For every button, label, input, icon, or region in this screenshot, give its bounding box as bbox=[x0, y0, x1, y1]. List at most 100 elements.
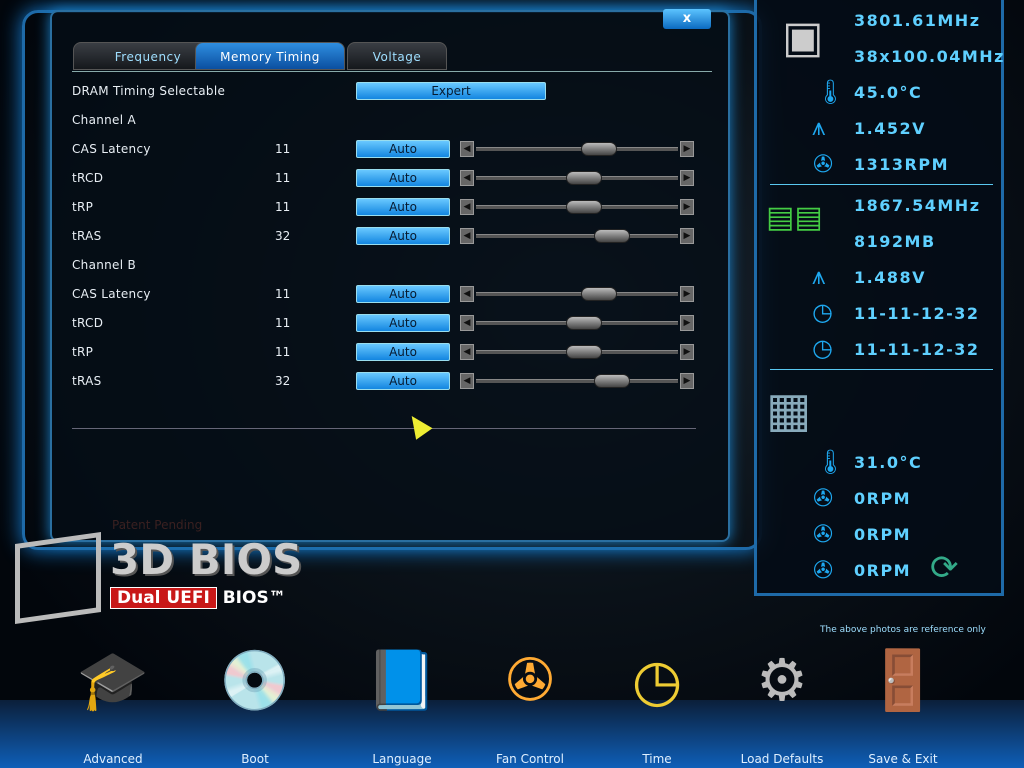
slider-left-arrow-icon[interactable]: ◀ bbox=[460, 344, 474, 360]
channel-heading: Channel A bbox=[72, 113, 136, 127]
timing-value: 11 bbox=[275, 316, 291, 330]
timing-mode-button[interactable]: Auto bbox=[356, 314, 450, 332]
slider-track bbox=[476, 147, 678, 151]
timing-mode-button[interactable]: Auto bbox=[356, 372, 450, 390]
timing-slider[interactable]: ◀ ▶ bbox=[460, 140, 694, 158]
voltage-tower-icon: ⩚ bbox=[812, 262, 826, 290]
divider bbox=[770, 369, 993, 370]
timing-mode-button[interactable]: Auto bbox=[356, 343, 450, 361]
slider-right-arrow-icon[interactable]: ▶ bbox=[680, 315, 694, 331]
timing-value: 11 bbox=[275, 345, 291, 359]
cpu-temperature: 45.0°C bbox=[854, 83, 923, 102]
slider-right-arrow-icon[interactable]: ▶ bbox=[680, 286, 694, 302]
nav-label: Save & Exit bbox=[868, 752, 938, 766]
nav-load-defaults[interactable]: ⚙ Load Defaults bbox=[722, 640, 842, 766]
timing-slider[interactable]: ◀ ▶ bbox=[460, 227, 694, 245]
slider-left-arrow-icon[interactable]: ◀ bbox=[460, 373, 474, 389]
divider bbox=[770, 184, 993, 185]
timing-mode-button[interactable]: Auto bbox=[356, 198, 450, 216]
slider-right-arrow-icon[interactable]: ▶ bbox=[680, 228, 694, 244]
timing-slider[interactable]: ◀ ▶ bbox=[460, 343, 694, 361]
fan-icon: ✇ bbox=[813, 556, 834, 584]
thermometer-icon: 🌡 bbox=[815, 78, 846, 106]
slider-left-arrow-icon[interactable]: ◀ bbox=[460, 315, 474, 331]
system-fan-2-speed: 0RPM bbox=[854, 525, 912, 544]
clock-icon: ◷ bbox=[631, 646, 683, 714]
slider-left-arrow-icon[interactable]: ◀ bbox=[460, 228, 474, 244]
timing-label: tRCD bbox=[72, 316, 104, 330]
tab-voltage[interactable]: Voltage bbox=[347, 42, 447, 70]
3d-bios-cube-logo bbox=[15, 531, 101, 625]
thermometer-icon: 🌡 bbox=[815, 448, 846, 476]
nav-label: Time bbox=[642, 752, 672, 766]
disc-drive-icon: 💿 bbox=[218, 646, 292, 714]
slider-thumb[interactable] bbox=[565, 316, 602, 330]
slider-left-arrow-icon[interactable]: ◀ bbox=[460, 141, 474, 157]
slider-track bbox=[476, 379, 678, 383]
slider-thumb[interactable] bbox=[565, 171, 602, 185]
timing-value: 11 bbox=[275, 200, 291, 214]
refresh-icon[interactable]: ⟳ bbox=[930, 548, 959, 588]
timing-slider[interactable]: ◀ ▶ bbox=[460, 314, 694, 332]
timing-mode-button[interactable]: Auto bbox=[356, 285, 450, 303]
slider-thumb[interactable] bbox=[593, 374, 630, 388]
dram-timing-select[interactable]: Expert bbox=[356, 82, 546, 100]
clock-icon: ◷ bbox=[812, 334, 833, 362]
nav-fan-control[interactable]: ✇ Fan Control bbox=[470, 640, 590, 766]
memory-timings-channel-a: 11-11-12-32 bbox=[854, 304, 980, 323]
slider-thumb[interactable] bbox=[565, 200, 602, 214]
slider-thumb[interactable] bbox=[580, 287, 617, 301]
slider-left-arrow-icon[interactable]: ◀ bbox=[460, 170, 474, 186]
slider-right-arrow-icon[interactable]: ▶ bbox=[680, 373, 694, 389]
nav-label: Language bbox=[372, 752, 432, 766]
timing-value: 11 bbox=[275, 171, 291, 185]
nav-time[interactable]: ◷ Time bbox=[597, 640, 717, 766]
slider-track bbox=[476, 234, 678, 238]
nav-label: Boot bbox=[241, 752, 269, 766]
memory-frequency: 1867.54MHz bbox=[854, 196, 981, 215]
hardware-monitor-panel bbox=[754, 0, 1004, 596]
nav-boot[interactable]: 💿 Boot bbox=[195, 640, 315, 766]
timing-slider[interactable]: ◀ ▶ bbox=[460, 372, 694, 390]
channel-heading: Channel B bbox=[72, 258, 137, 272]
dictionary-icon: 📘 bbox=[365, 646, 439, 714]
fan-icon: ✇ bbox=[813, 484, 834, 512]
bottom-nav-bar bbox=[0, 700, 1024, 768]
nav-save-exit[interactable]: 🚪 Save & Exit bbox=[843, 640, 963, 766]
slider-right-arrow-icon[interactable]: ▶ bbox=[680, 141, 694, 157]
close-button[interactable]: x bbox=[663, 9, 711, 29]
motherboard-icon: ▦ bbox=[766, 382, 812, 438]
timing-slider[interactable]: ◀ ▶ bbox=[460, 285, 694, 303]
fan-icon: ✇ bbox=[813, 520, 834, 548]
slider-right-arrow-icon[interactable]: ▶ bbox=[680, 344, 694, 360]
bios-text: BIOS™ bbox=[222, 588, 286, 608]
cpu-fan-speed: 1313RPM bbox=[854, 155, 949, 174]
timing-label: tRCD bbox=[72, 171, 104, 185]
timing-mode-button[interactable]: Auto bbox=[356, 227, 450, 245]
slider-thumb[interactable] bbox=[580, 142, 617, 156]
timing-mode-button[interactable]: Auto bbox=[356, 140, 450, 158]
dram-timing-label: DRAM Timing Selectable bbox=[72, 84, 226, 98]
memory-icon: ▤▤ bbox=[766, 200, 823, 235]
timing-mode-button[interactable]: Auto bbox=[356, 169, 450, 187]
slider-right-arrow-icon[interactable]: ▶ bbox=[680, 170, 694, 186]
exit-door-icon: 🚪 bbox=[866, 646, 940, 714]
slider-thumb[interactable] bbox=[593, 229, 630, 243]
dual-uefi-text: Dual UEFI bbox=[110, 587, 217, 609]
slider-left-arrow-icon[interactable]: ◀ bbox=[460, 199, 474, 215]
slider-right-arrow-icon[interactable]: ▶ bbox=[680, 199, 694, 215]
timing-slider[interactable]: ◀ ▶ bbox=[460, 198, 694, 216]
timing-slider[interactable]: ◀ ▶ bbox=[460, 169, 694, 187]
system-fan-1-speed: 0RPM bbox=[854, 489, 912, 508]
tab-memory-timing[interactable]: Memory Timing bbox=[195, 42, 345, 70]
nav-label: Fan Control bbox=[496, 752, 564, 766]
slider-track bbox=[476, 292, 678, 296]
slider-thumb[interactable] bbox=[565, 345, 602, 359]
nav-language[interactable]: 📘 Language bbox=[342, 640, 462, 766]
cpu-frequency: 3801.61MHz bbox=[854, 11, 981, 30]
fan-icon: ✇ bbox=[505, 646, 555, 714]
slider-left-arrow-icon[interactable]: ◀ bbox=[460, 286, 474, 302]
timing-label: tRAS bbox=[72, 374, 102, 388]
system-fan-3-speed: 0RPM bbox=[854, 561, 912, 580]
nav-advanced[interactable]: 🎓 Advanced bbox=[53, 640, 173, 766]
